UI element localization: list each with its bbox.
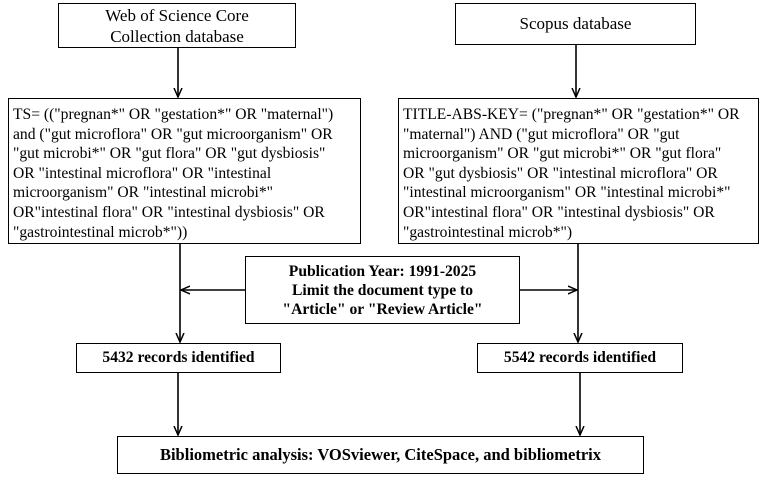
scopus-records-count-box: 5542 records identified bbox=[477, 343, 683, 373]
wos-query-line: TS= (("pregnan*" OR "gestation*" OR "mat… bbox=[13, 106, 334, 123]
scopus-title: Scopus database bbox=[519, 14, 632, 33]
wos-title-line: Collection database bbox=[110, 26, 244, 46]
wos-records-count-box: 5432 records identified bbox=[76, 343, 281, 373]
wos-database-box: Web of Science Core Collection database bbox=[58, 3, 296, 48]
scopus-search-query-box: TITLE-ABS-KEY= ("pregnan*" OR "gestation… bbox=[398, 98, 759, 244]
wos-query-line: and ("gut microflora" OR "gut microorgan… bbox=[13, 125, 333, 143]
wos-search-query-box: TS= (("pregnan*" OR "gestation*" OR "mat… bbox=[8, 98, 361, 244]
scopus-records-count: 5542 records identified bbox=[503, 349, 657, 366]
filter-line: Publication Year: 1991-2025 bbox=[288, 262, 477, 280]
scopus-query-line: "gastrointestinal microb*") bbox=[403, 223, 573, 241]
scopus-database-box: Scopus database bbox=[455, 3, 696, 45]
wos-query-line: microorganism" OR "intestinal microbi*" bbox=[13, 184, 274, 202]
analysis-label: Bibliometric analysis: VOSviewer, CiteSp… bbox=[159, 445, 602, 464]
bibliometric-analysis-box: Bibliometric analysis: VOSviewer, CiteSp… bbox=[117, 436, 644, 474]
wos-query-line: OR "intestinal microflora" OR "intestina… bbox=[13, 164, 272, 182]
filter-line: Limit the document type to bbox=[291, 281, 474, 299]
scopus-query-line: OR"intestinal flora" OR "intestinal dysb… bbox=[403, 203, 715, 221]
wos-query-line: "gut microbi*" OR "gut flora" OR "gut dy… bbox=[13, 145, 326, 163]
wos-query-line: OR"intestinal flora" OR "intestinal dysb… bbox=[13, 203, 325, 221]
scopus-query-line: OR "gut dysbiosis" OR "intestinal microf… bbox=[403, 164, 718, 182]
scopus-query-line: "maternal") AND ("gut microflora" OR "gu… bbox=[403, 125, 680, 143]
scopus-query-line: "intestinal microorganism" OR "intestina… bbox=[403, 184, 731, 202]
wos-query-line: "gastrointestinal microb*")) bbox=[13, 223, 188, 241]
scopus-query-line: TITLE-ABS-KEY= ("pregnan*" OR "gestation… bbox=[403, 106, 740, 123]
wos-title-line: Web of Science Core bbox=[105, 5, 249, 25]
scopus-query-line: microorganism" OR "gut microbi*" OR "gut… bbox=[403, 145, 722, 163]
filter-criteria-box: Publication Year: 1991-2025 Limit the do… bbox=[245, 256, 520, 324]
wos-records-count: 5432 records identified bbox=[102, 349, 255, 366]
filter-line: "Article" or "Review Article" bbox=[282, 300, 483, 318]
